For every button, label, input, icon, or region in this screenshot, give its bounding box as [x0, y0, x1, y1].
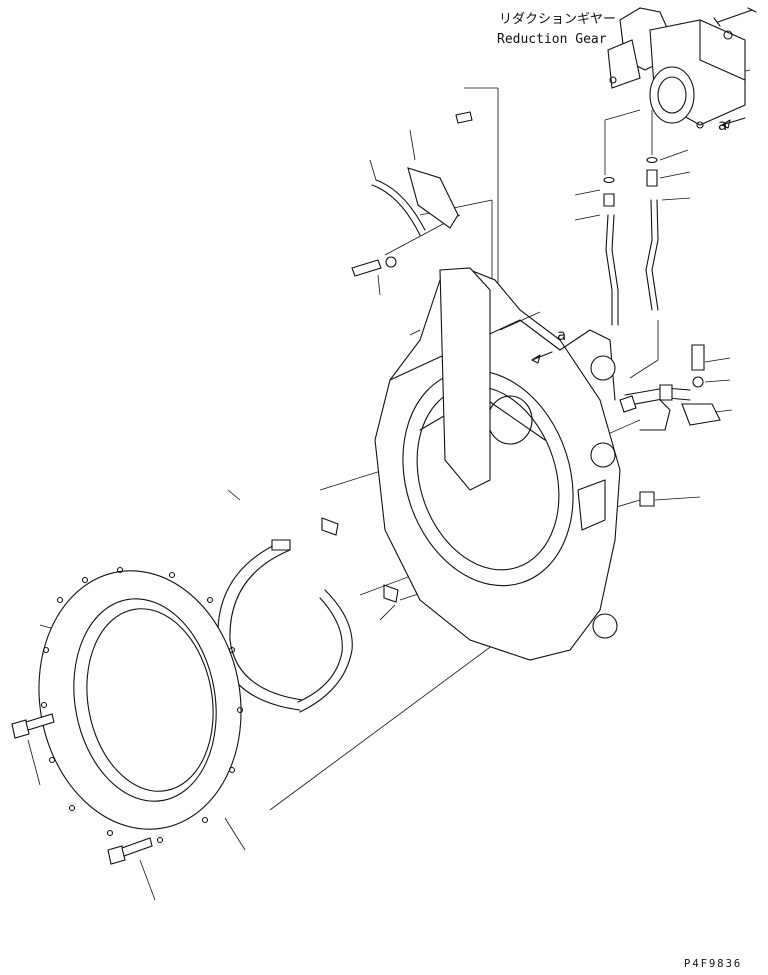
main-housing: [374, 267, 621, 661]
marker-a-gear: a: [718, 116, 728, 134]
seal-strips: [217, 517, 399, 713]
pipe-assembly: [619, 344, 721, 507]
drawing-code: P4F9836: [684, 958, 743, 970]
bolts: [11, 713, 156, 901]
callout-japanese: リダクションギヤー: [499, 12, 617, 27]
cover-and-pin: [351, 111, 473, 277]
marker-a-housing: a: [557, 326, 567, 344]
view-arrows: [531, 117, 746, 364]
ring-flange: [38, 566, 244, 844]
callout-english: Reduction Gear: [497, 32, 607, 47]
label-leaders: [224, 129, 733, 851]
reduction-gear-assembly: [607, 7, 757, 129]
fittings-and-hoses: [603, 156, 659, 326]
flange-bolt-holes: [40, 566, 244, 844]
